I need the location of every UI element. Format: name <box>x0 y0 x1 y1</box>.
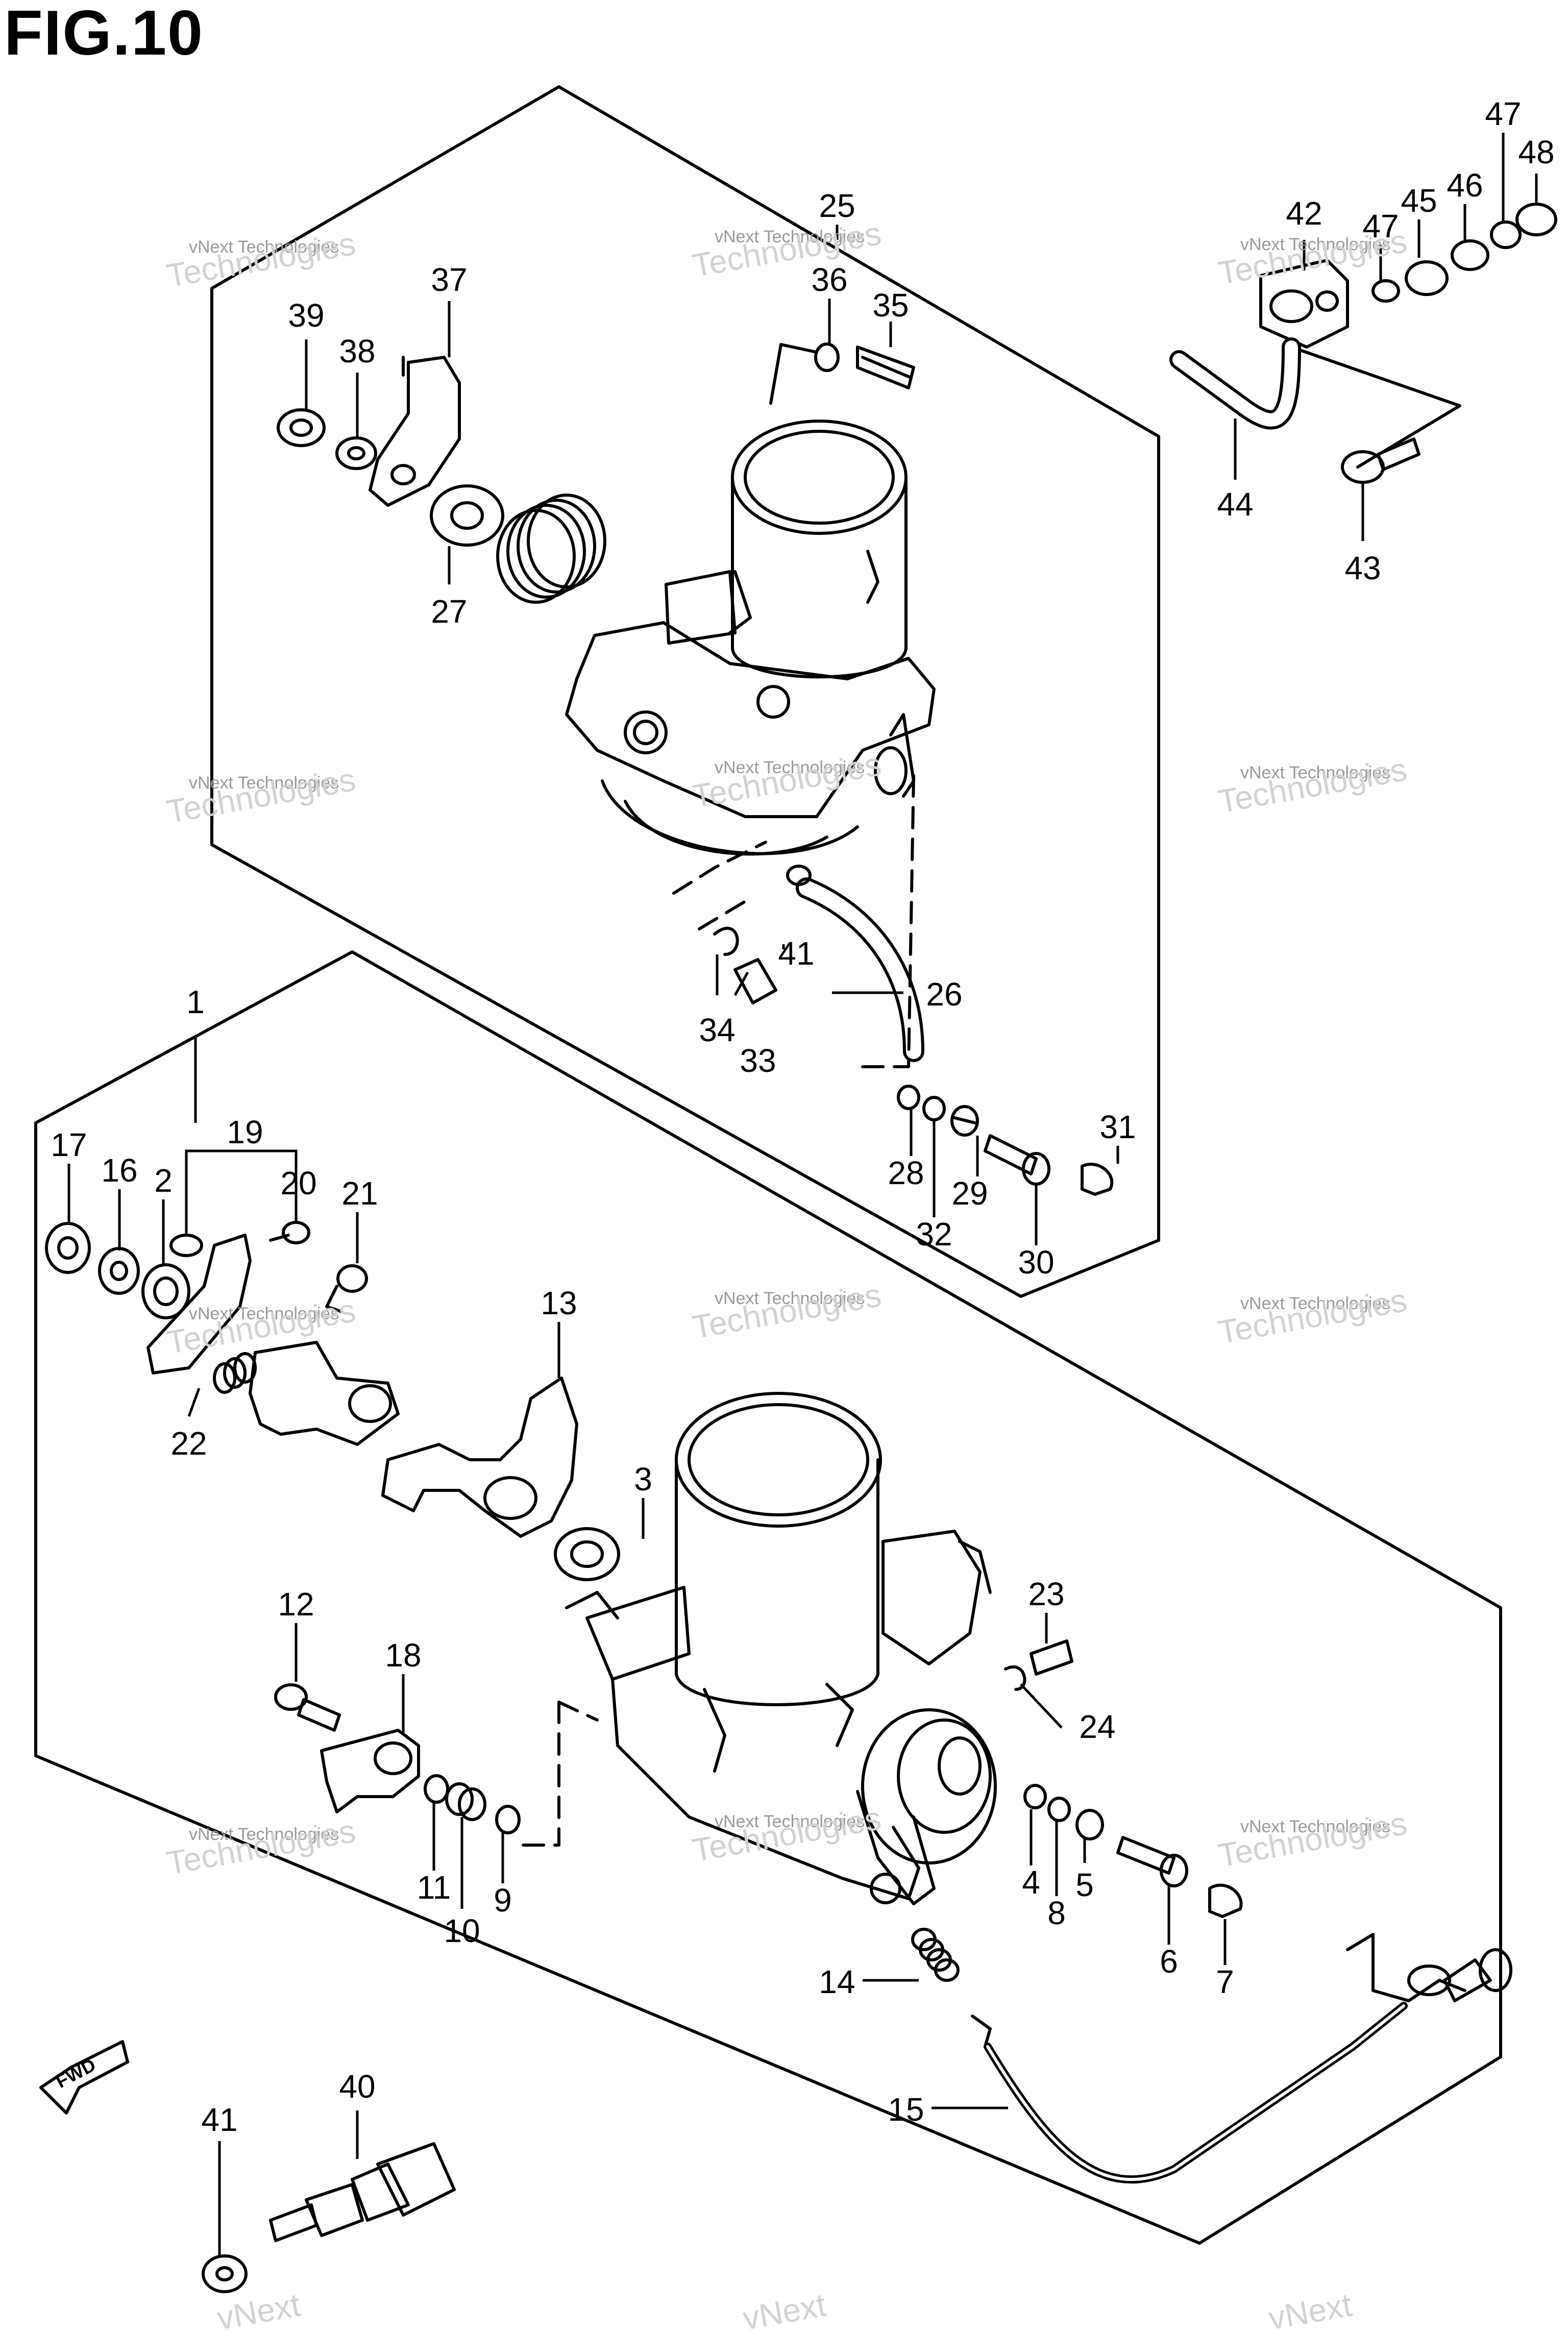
callout-label: 23 <box>1028 1576 1064 1612</box>
callout-label: 25 <box>819 187 855 224</box>
callout-label: 32 <box>916 1216 952 1253</box>
callout-label: 15 <box>888 2091 924 2128</box>
fwd-arrow-icon <box>39 2040 129 2115</box>
upper-return-spring <box>496 494 606 604</box>
watermark-group: vNext Technologies Technologies vNext Te… <box>164 215 1409 2332</box>
callout-label: 28 <box>888 1155 924 1191</box>
watermark-text: vNext Technologies <box>189 237 339 257</box>
callout-label: 47 <box>1485 95 1521 132</box>
watermark-text: vNext Technologies <box>189 1825 339 1844</box>
watermark-text-large: vNext <box>214 2286 303 2332</box>
callout-label: 24 <box>1079 1708 1115 1745</box>
watermark-text-large: Technologies <box>164 761 358 830</box>
watermark-text-large: vNext <box>740 2286 829 2332</box>
callout-label: 14 <box>819 1963 855 2000</box>
callout-label: 29 <box>951 1175 988 1212</box>
callout-label: 22 <box>170 1425 207 1462</box>
watermark-text: vNext Technologies <box>715 758 865 777</box>
watermark-text: vNext Technologies <box>1240 1294 1390 1313</box>
callout-label: 3 <box>634 1461 652 1498</box>
callout-label: 20 <box>280 1165 316 1201</box>
figure-title: FIG.10 <box>4 0 204 68</box>
callout-label: 44 <box>1217 486 1253 523</box>
callout-label: 47 <box>1362 208 1399 244</box>
callout-label: 42 <box>1286 195 1322 232</box>
callout-label: 6 <box>1160 1943 1178 1980</box>
callout-label: 40 <box>339 2068 375 2105</box>
callout-label: 41 <box>778 935 814 972</box>
upper-assembly-outline <box>210 85 1160 1298</box>
watermark-text: vNext Technologies <box>1240 1817 1390 1836</box>
callout-label: 12 <box>278 1586 314 1623</box>
callout-label: 35 <box>872 287 909 324</box>
fwd-label: FWD <box>53 2054 100 2092</box>
watermark-text-large: Technologies <box>690 746 884 815</box>
callout-label: 39 <box>288 297 324 334</box>
callout-label: 1 <box>186 984 205 1020</box>
callout-label: 4 <box>1022 1864 1040 1901</box>
callout-label: 8 <box>1047 1895 1066 1931</box>
callout-label: 37 <box>431 261 467 298</box>
lower-throttle-body <box>565 1392 997 1905</box>
callout-label: 38 <box>339 333 375 370</box>
callout-labels: 1 2 3 4 5 6 7 8 9 10 11 12 13 14 15 16 1… <box>51 95 1554 2138</box>
callout-label: 34 <box>699 1012 735 1048</box>
callout-label: 16 <box>101 1152 137 1189</box>
upper-throttle-body <box>565 420 936 856</box>
watermark-text-large: vNext <box>1266 2286 1355 2332</box>
callout-label: 33 <box>740 1042 776 1079</box>
watermark-text-large: Technologies <box>1215 751 1409 820</box>
watermark-text: vNext Technologies <box>1240 235 1390 254</box>
watermark-text: vNext Technologies <box>715 1812 865 1831</box>
callout-label: 2 <box>154 1162 173 1199</box>
callout-label: 13 <box>541 1285 577 1321</box>
callout-label: 5 <box>1075 1867 1094 1903</box>
callout-label: 43 <box>1344 550 1381 586</box>
callout-label: 17 <box>51 1126 87 1163</box>
callout-label: 36 <box>811 261 847 298</box>
watermark-text-large: Technologies <box>164 225 358 294</box>
callout-label: 18 <box>385 1637 421 1674</box>
callout-label: 30 <box>1018 1244 1054 1281</box>
callout-label: 9 <box>494 1882 512 1919</box>
callout-label: 46 <box>1447 167 1483 204</box>
watermark-text: vNext Technologies <box>189 1304 339 1323</box>
lower-assembly-outline <box>34 950 1502 2245</box>
watermark-text-large: Technologies <box>690 1277 884 1346</box>
watermark-text: vNext Technologies <box>715 227 865 247</box>
callout-label: 10 <box>444 1912 480 1949</box>
callout-label: 26 <box>926 976 962 1013</box>
callout-label: 41 <box>201 2101 237 2138</box>
callout-label: 19 <box>227 1114 263 1150</box>
watermark-text-large: Technologies <box>690 215 884 284</box>
callout-label: 27 <box>431 593 467 630</box>
watermark-text-large: Technologies <box>1215 1282 1409 1351</box>
watermark-text: vNext Technologies <box>189 773 339 793</box>
callout-label: 21 <box>341 1175 378 1212</box>
callout-label: 31 <box>1099 1109 1136 1145</box>
callout-label: 7 <box>1216 1963 1234 2000</box>
watermark-text-large: Technologies <box>1215 1805 1409 1874</box>
watermark-text: vNext Technologies <box>1240 763 1390 782</box>
callout-label: 48 <box>1518 134 1554 170</box>
callout-label: 45 <box>1401 182 1437 219</box>
callout-label: 11 <box>417 1869 451 1906</box>
watermark-text-large: Technologies <box>690 1800 884 1869</box>
watermark-text: vNext Technologies <box>715 1289 865 1308</box>
